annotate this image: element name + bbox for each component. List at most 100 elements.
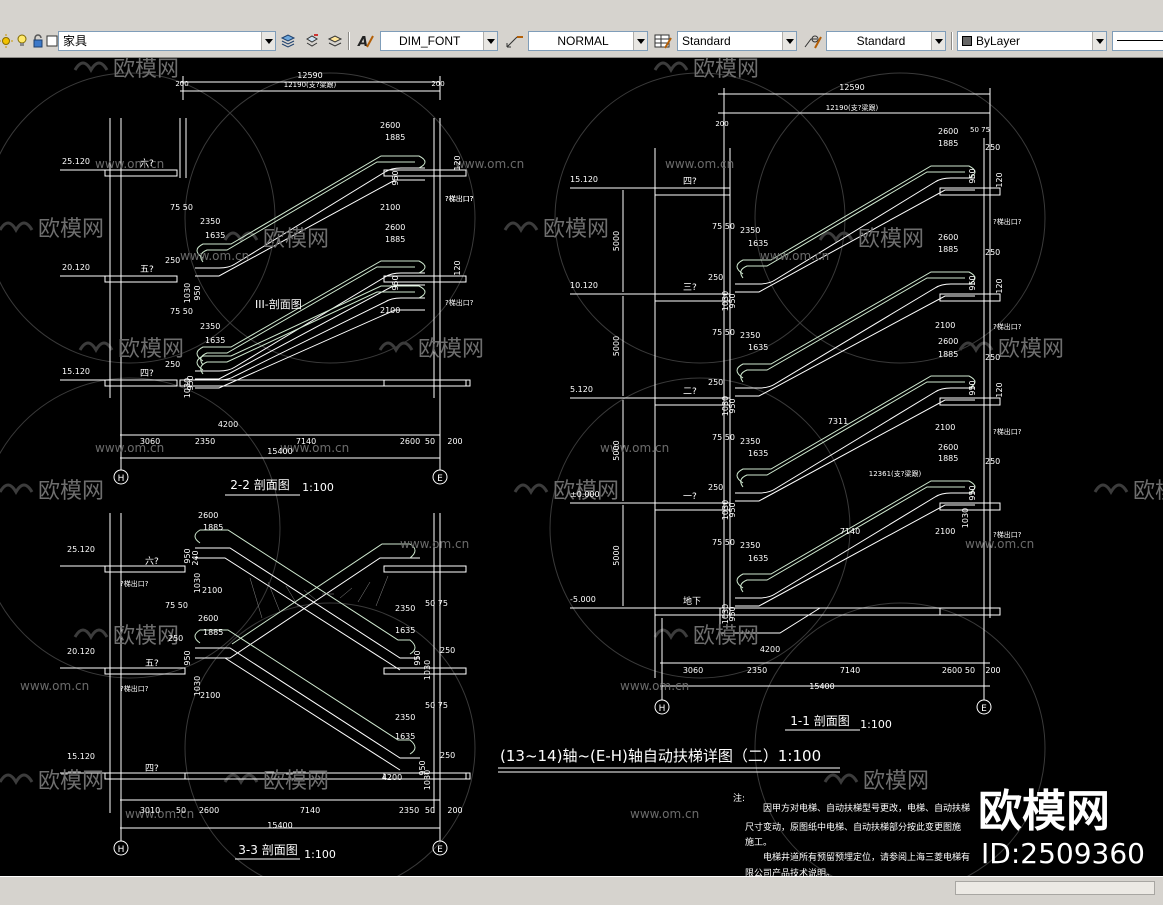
level-elevation: 20.120 xyxy=(62,263,90,272)
dim-style-icon[interactable] xyxy=(505,31,525,51)
lightbulb-icon[interactable] xyxy=(12,31,32,51)
chevron-down-icon[interactable] xyxy=(633,32,647,50)
dim-text: 50 75 xyxy=(970,126,990,134)
escalator-truss xyxy=(195,547,420,659)
watermark-brand: 欧模网 xyxy=(38,769,104,794)
floor-slab xyxy=(104,565,186,573)
color-value: ByLayer xyxy=(976,34,1021,48)
dim-text: 1635 xyxy=(205,231,225,240)
dim-text: 250 xyxy=(165,360,180,369)
escalator-handrail xyxy=(736,375,976,484)
dim-text: 1030 xyxy=(961,508,970,528)
dim-text: 2100 xyxy=(200,691,220,700)
dim-text: 950 xyxy=(183,548,192,563)
layer-states-icon[interactable] xyxy=(278,31,298,51)
chevron-down-icon[interactable] xyxy=(782,32,796,50)
dim-text: 1885 xyxy=(938,139,958,148)
dim-text: 950 xyxy=(391,275,400,290)
dim-text: 50 xyxy=(425,806,435,815)
floor-label: 六? xyxy=(140,157,154,169)
dim-text: 75 50 xyxy=(712,538,735,547)
dim-text: 2600 xyxy=(938,127,958,136)
dim-text: 200 xyxy=(431,80,444,88)
chevron-down-icon[interactable] xyxy=(261,32,275,50)
escalator-truss xyxy=(195,557,420,659)
dim-text: 950 xyxy=(413,650,422,665)
dim-text: 12361(支?梁跟) xyxy=(869,469,922,478)
dim-text: 950 xyxy=(186,375,195,390)
dim-text: 1030 xyxy=(423,770,432,790)
table-style-icon[interactable] xyxy=(653,31,673,51)
dim-text: 7140 xyxy=(840,666,860,675)
hatch-line xyxy=(267,581,281,613)
view-title: 2-2 剖面图 xyxy=(230,478,289,492)
axis-label: H xyxy=(118,474,125,484)
dim-text: 1030 xyxy=(423,660,432,680)
escalator-truss xyxy=(195,647,420,759)
dim-text: 75 50 xyxy=(170,203,193,212)
dim-text: 1030 xyxy=(721,396,730,416)
linetype-dropdown[interactable] xyxy=(1112,31,1163,51)
text-style-icon[interactable]: A xyxy=(356,31,376,51)
dim-text: 2600 xyxy=(385,223,405,232)
ground-slab xyxy=(104,772,471,780)
escalator-handrail xyxy=(196,285,426,371)
chevron-down-icon[interactable] xyxy=(483,32,497,50)
watermark-circle xyxy=(184,72,476,364)
dim-text: 2600 xyxy=(400,437,420,446)
dim-style-dropdown[interactable]: NORMAL xyxy=(528,31,648,51)
sun-icon[interactable] xyxy=(0,31,16,51)
layer-dropdown[interactable]: 家具 xyxy=(58,31,276,51)
entrance-label: ?梯出口? xyxy=(445,194,474,203)
vertical-dim-text: 5000 xyxy=(612,440,621,460)
lock-icon[interactable] xyxy=(28,31,48,51)
dim-text: 1635 xyxy=(748,343,768,352)
floor-slab xyxy=(939,293,1001,302)
level-elevation: 15.120 xyxy=(62,367,90,376)
horizontal-scrollbar[interactable] xyxy=(955,881,1155,895)
layer-match-icon[interactable] xyxy=(325,31,345,51)
layer-previous-icon[interactable] xyxy=(302,31,322,51)
multileader-style-dropdown[interactable]: Standard xyxy=(826,31,946,51)
notes-line: 施工。 xyxy=(745,836,772,848)
level-elevation: 5.120 xyxy=(570,385,593,394)
escalator-handrail xyxy=(194,529,416,655)
multileader-style-icon[interactable] xyxy=(803,31,823,51)
color-dropdown[interactable]: ByLayer xyxy=(957,31,1107,51)
escalator-truss xyxy=(195,297,425,381)
dim-text: 3060 xyxy=(140,437,160,446)
text-style-dropdown[interactable]: DIM_FONT xyxy=(380,31,498,51)
toolbar-row: 家具 A DIM_FONT NORMAL Stan xyxy=(0,30,1163,54)
chevron-down-icon[interactable] xyxy=(1092,32,1106,50)
escalator-truss xyxy=(735,492,975,599)
entrance-label: ?梯出口? xyxy=(445,194,474,203)
multileader-style-value: Standard xyxy=(856,34,906,48)
floor-slab xyxy=(383,565,467,573)
level-elevation: 25.120 xyxy=(62,157,90,166)
watermark-brand: 欧模网 xyxy=(693,58,759,82)
toolbar-separator xyxy=(951,32,953,50)
watermark-logo-icon xyxy=(78,341,114,354)
watermark-logo-icon xyxy=(223,231,259,244)
escalator-handrail-inner xyxy=(200,291,415,375)
dim-text: 50 75 xyxy=(425,701,448,710)
entrance-label: ?梯出口? xyxy=(445,298,474,307)
vertical-dim-text: 5000 xyxy=(612,336,621,356)
escalator-truss-bottom xyxy=(735,295,975,397)
entrance-label: ?梯出口? xyxy=(120,684,149,693)
status-bar xyxy=(0,876,1163,905)
watermark-circle xyxy=(754,602,1046,876)
floor-label: 四? xyxy=(140,369,154,379)
escalator-handrail xyxy=(231,543,416,645)
dim-text: 4200 xyxy=(218,420,238,429)
floor-slab xyxy=(654,293,731,302)
watermark-brand: 欧模网 xyxy=(263,227,329,252)
chevron-down-icon[interactable] xyxy=(931,32,945,50)
table-style-dropdown[interactable]: Standard xyxy=(677,31,797,51)
dim-text: 7140 xyxy=(296,437,316,446)
dim-text: 7140 xyxy=(840,527,860,536)
drawing-canvas[interactable]: 欧模网欧模网欧模网欧模网欧模网欧模网欧模网欧模网欧模网欧模网欧模网欧模网欧模网欧… xyxy=(0,58,1163,876)
watermark-logo-icon xyxy=(513,483,549,496)
watermark-logo-icon xyxy=(378,341,414,354)
ground-slab xyxy=(654,607,1001,616)
